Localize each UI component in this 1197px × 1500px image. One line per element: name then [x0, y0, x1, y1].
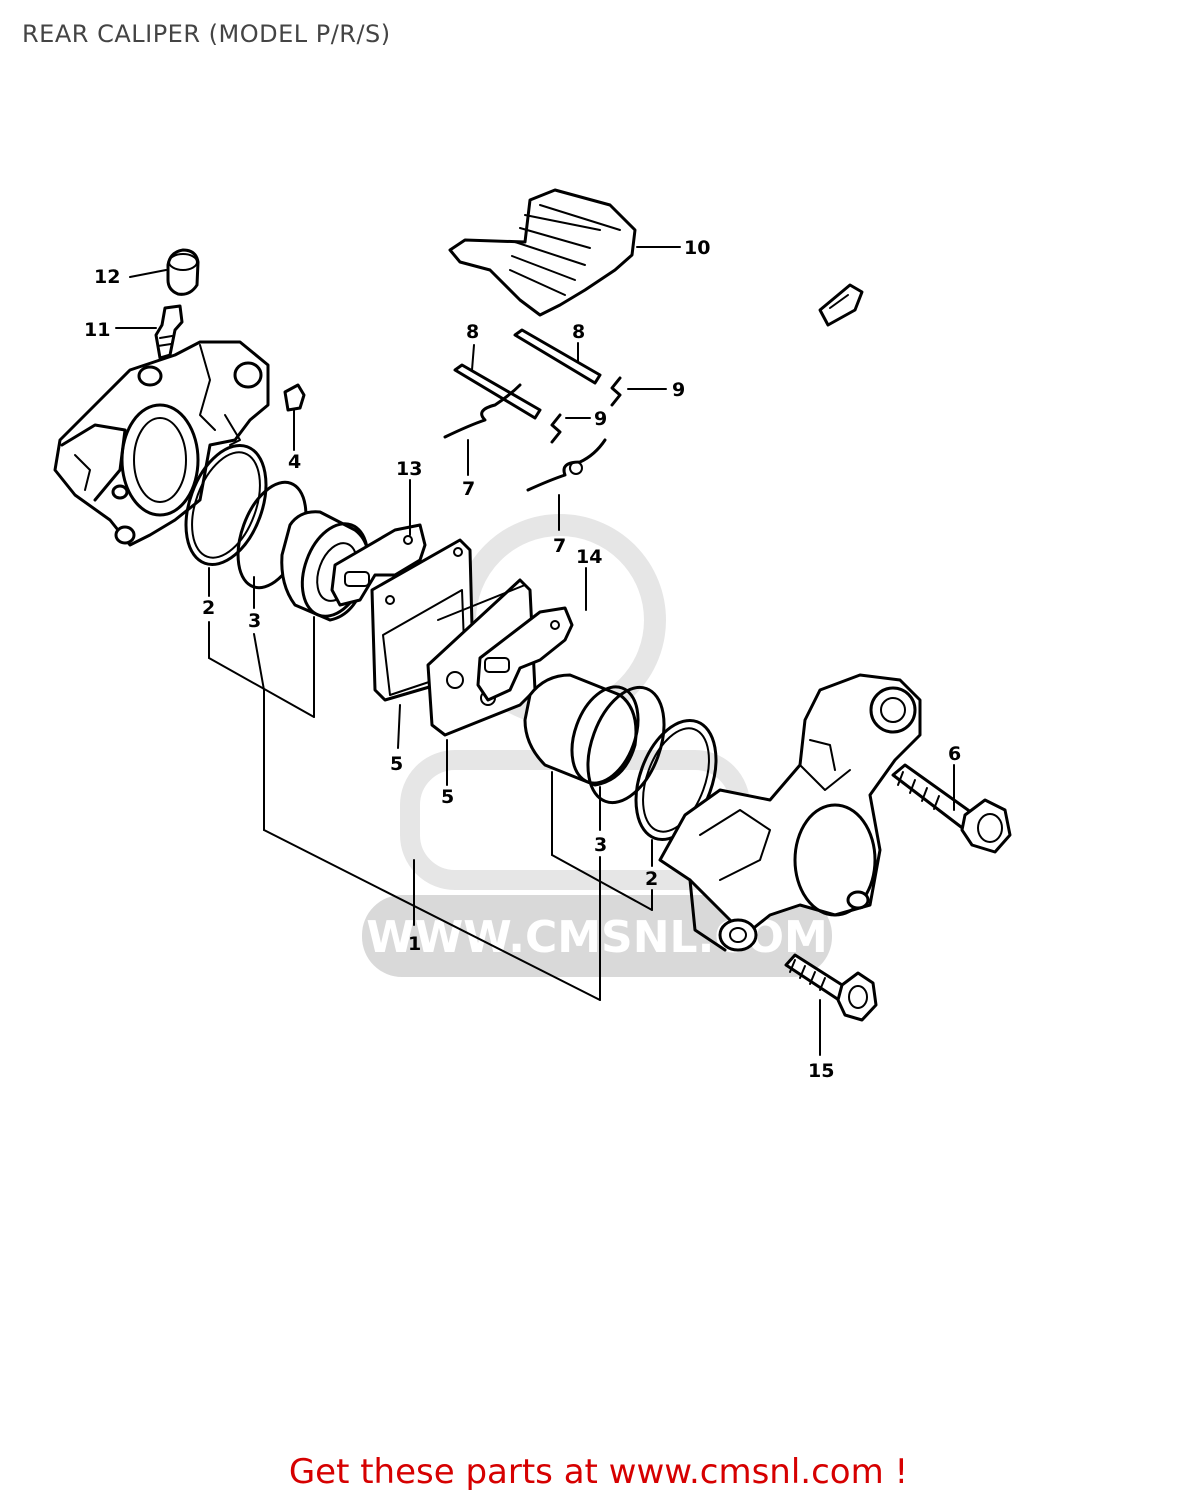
callout-2-left: 2 [202, 597, 215, 619]
part-3-seal-right[interactable] [574, 677, 679, 813]
footer-parts-link[interactable]: Get these parts at www.cmsnl.com ! [288, 1452, 909, 1492]
callout-13: 13 [396, 458, 422, 480]
part-14-shim[interactable] [476, 606, 574, 702]
part-8-pad-pin-right[interactable] [513, 328, 602, 385]
part-7-spring-right[interactable] [526, 438, 607, 492]
callout-14: 14 [576, 546, 602, 568]
left-caliper-half[interactable] [53, 340, 270, 547]
callout-numbers: 12 11 10 8 8 9 9 4 7 7 13 14 2 3 5 5 6 3… [84, 237, 961, 1082]
callout-7-right: 7 [553, 535, 566, 557]
callout-6: 6 [948, 743, 961, 765]
callout-9-upper: 9 [672, 379, 685, 401]
part-11-bleeder-valve[interactable] [154, 304, 184, 360]
part-2-seal-left[interactable] [171, 434, 281, 575]
piston-right[interactable] [523, 673, 650, 792]
part-13-shim[interactable] [330, 523, 427, 607]
part-8-pad-pin-left[interactable] [453, 363, 542, 420]
callout-1: 1 [408, 933, 421, 955]
callout-5-left: 5 [390, 753, 403, 775]
callout-10: 10 [684, 237, 710, 259]
callout-12: 12 [94, 266, 120, 288]
part-6-bolt[interactable] [891, 763, 1012, 854]
callout-9-lower: 9 [594, 408, 607, 430]
caliper-fitting [818, 283, 864, 327]
callout-4: 4 [288, 451, 301, 473]
diagram-title: REAR CALIPER (MODEL P/R/S) [22, 20, 391, 48]
callout-8-right: 8 [572, 321, 585, 343]
callout-7-left: 7 [462, 478, 475, 500]
callout-8-left: 8 [466, 321, 479, 343]
callout-15: 15 [808, 1060, 834, 1082]
part-10-pad-cover[interactable] [448, 188, 637, 317]
callout-2-right: 2 [645, 868, 658, 890]
part-15-bolt[interactable] [784, 953, 878, 1022]
part-9-clip-upper[interactable] [610, 376, 622, 407]
part-4-plug[interactable] [283, 383, 306, 412]
leader-lines [115, 246, 955, 1056]
callout-11: 11 [84, 319, 110, 341]
part-7-spring-left[interactable] [443, 383, 522, 439]
part-12-bleeder-cap[interactable] [166, 248, 200, 296]
callout-3-left: 3 [248, 610, 261, 632]
callout-5-right: 5 [441, 786, 454, 808]
callout-3-right: 3 [594, 834, 607, 856]
part-2-seal-right[interactable] [621, 709, 731, 850]
right-caliper-half[interactable] [658, 673, 922, 952]
part-9-clip-lower[interactable] [550, 413, 562, 444]
